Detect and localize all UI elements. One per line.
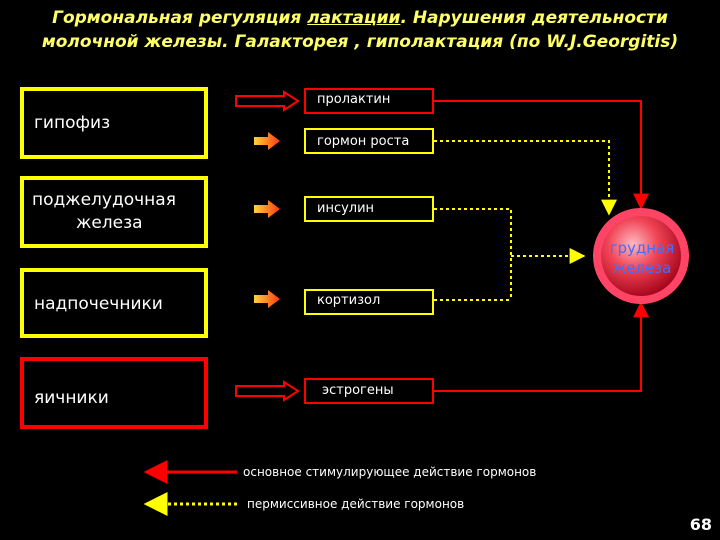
prolactin-label: пролактин: [317, 92, 391, 107]
adrenals-label: надпочечники: [34, 294, 163, 314]
cortisol-label: кортизол: [317, 293, 381, 308]
page-number: 68: [689, 515, 712, 534]
insulin-connector: [434, 208, 512, 300]
ovaries-box: яичники: [20, 357, 208, 429]
pancreas-label-line1: поджелудочная: [32, 190, 176, 210]
adrenals-box: надпочечники: [20, 268, 208, 338]
ovaries-estrogens-arrow: [235, 380, 300, 402]
prolactin-connector: [434, 100, 649, 210]
mammary-gland-label: грудная железа: [609, 239, 675, 277]
estrogens-box: эстрогены: [304, 378, 434, 404]
insulin-label: инсулин: [317, 201, 375, 216]
estrogens-label: эстрогены: [322, 383, 394, 398]
pituitary-growth-arrow: [254, 132, 280, 150]
estrogens-connector: [434, 301, 649, 392]
growth-hormone-box: гормон роста: [304, 128, 434, 154]
lactation-link[interactable]: лактации: [307, 8, 401, 28]
cortisol-box: кортизол: [304, 289, 434, 315]
adrenals-cortisol-arrow: [254, 290, 280, 308]
legend-main-label: основное стимулирующее действие гормонов: [243, 465, 537, 479]
pancreas-insulin-arrow: [254, 200, 280, 218]
pituitary-label: гипофиз: [34, 113, 111, 133]
legend-permissive-label: пермиссивное действие гормонов: [247, 497, 465, 511]
mammary-gland-inner: [601, 216, 681, 296]
growth-hormone-connector: [434, 140, 617, 216]
prolactin-box: пролактин: [304, 88, 434, 114]
insulin-box: инсулин: [304, 196, 434, 222]
pancreas-box: поджелудочная железа: [20, 176, 208, 248]
pancreas-label-line2: железа: [76, 213, 143, 233]
slide-title: Гормональная регуляция лактации. Нарушен…: [0, 6, 720, 54]
title-line-2: молочной железы. Галакторея , гиполактац…: [41, 32, 679, 52]
title-line-1: Гормональная регуляция лактации. Нарушен…: [52, 8, 668, 28]
pituitary-box: гипофиз: [20, 87, 208, 159]
pituitary-prolactin-arrow: [235, 90, 300, 112]
growth-hormone-label: гормон роста: [317, 134, 410, 149]
ovaries-label: яичники: [34, 388, 109, 408]
